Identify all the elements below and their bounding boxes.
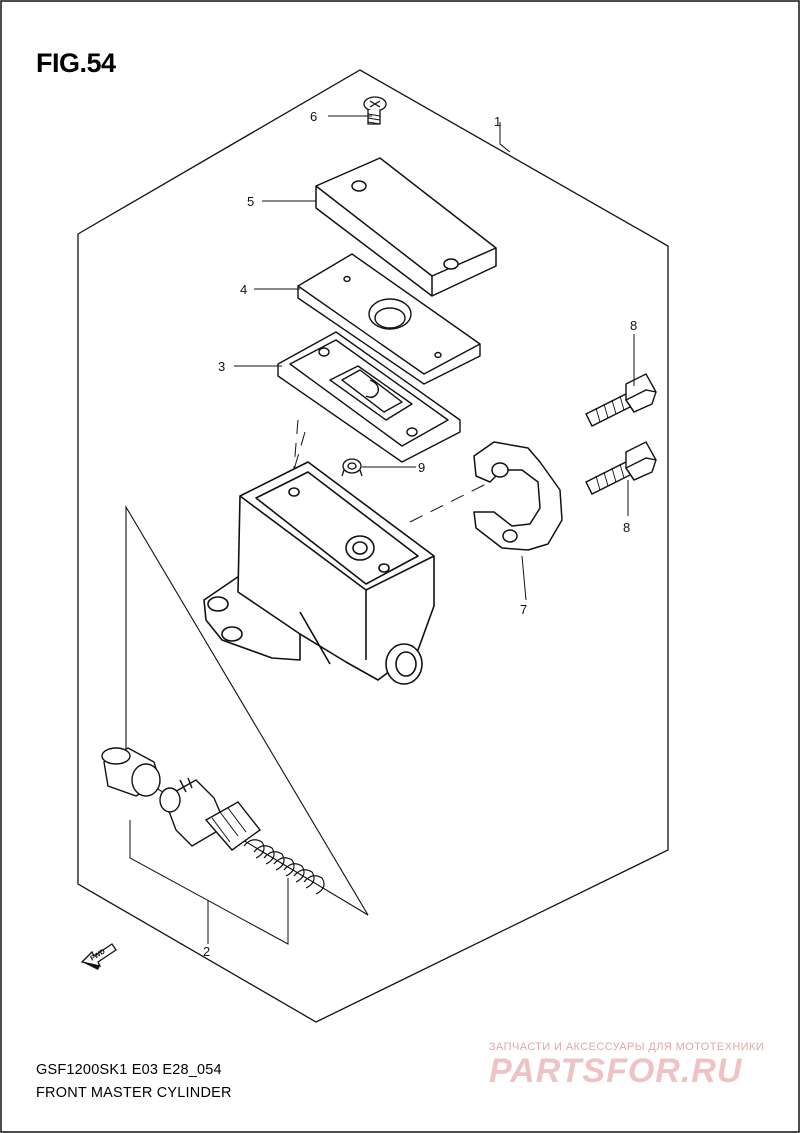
callout-8b: 8 (623, 520, 630, 535)
callout-8a: 8 (630, 318, 637, 333)
cap-plate-part-4 (297, 253, 481, 385)
leader-lines (129, 115, 635, 945)
callout-7: 7 (520, 602, 527, 617)
callout-3: 3 (218, 359, 225, 374)
piston-kit-part-2 (101, 747, 325, 895)
clip-part-9 (341, 458, 363, 477)
callout-labels: 1 2 3 4 5 6 7 8 8 9 (203, 109, 637, 959)
figure-caption: FRONT MASTER CYLINDER (36, 1085, 232, 1101)
model-code: GSF1200SK1 E03 E28_054 (36, 1062, 222, 1078)
alignment-lines (290, 419, 487, 523)
figure-title: FIG.54 (36, 48, 116, 78)
bolt-part-8-lower (585, 441, 657, 495)
diaphragm-part-3 (277, 331, 461, 463)
callout-6: 6 (310, 109, 317, 124)
bolt-part-8-upper (585, 373, 657, 427)
master-cylinder-body (203, 461, 435, 685)
reservoir-cap-part-5 (315, 157, 497, 297)
callout-4: 4 (240, 282, 247, 297)
callout-1: 1 (494, 114, 501, 129)
callout-9: 9 (418, 460, 425, 475)
callout-5: 5 (247, 194, 254, 209)
clamp-part-7 (473, 441, 563, 551)
assembly-outline (77, 69, 669, 1023)
watermark-tagline: ЗАПЧАСТИ И АКСЕССУАРЫ ДЛЯ МОТОТЕХНИКИ (489, 1041, 765, 1053)
watermark-brand[interactable]: PARTSFOR.RU (489, 1052, 743, 1090)
fwd-arrow-icon: FWD (80, 943, 117, 970)
screw-part-6 (363, 96, 387, 125)
callout-2: 2 (203, 944, 210, 959)
